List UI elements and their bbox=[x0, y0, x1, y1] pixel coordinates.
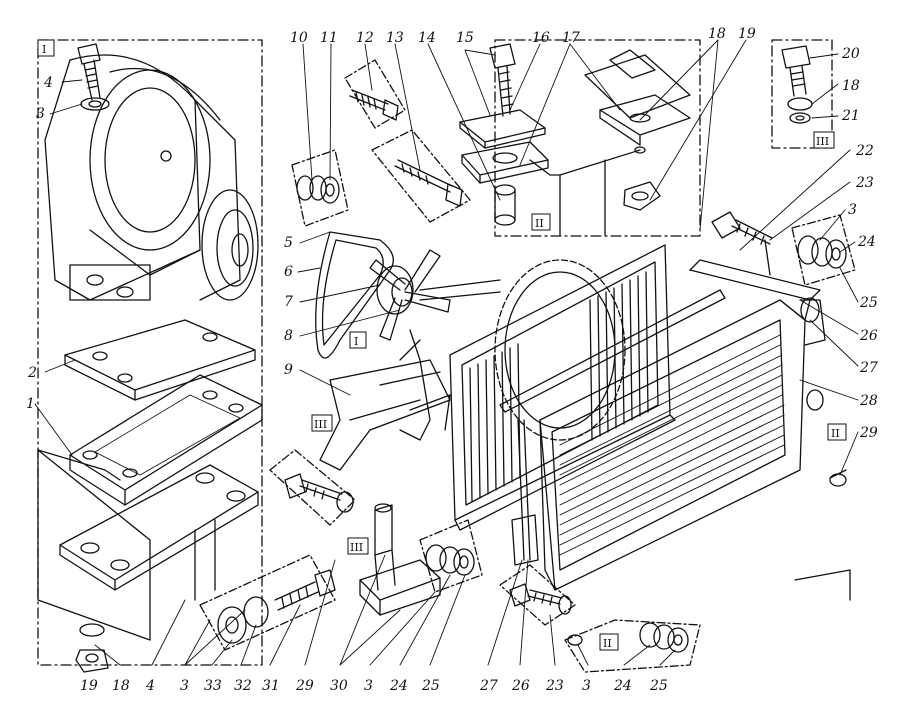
callout-29-bottom: 29 bbox=[295, 678, 314, 694]
callout-1: 1 bbox=[26, 396, 35, 412]
callout-25-mid: 25 bbox=[421, 678, 440, 694]
callout-31: 31 bbox=[262, 678, 280, 694]
callout-3-bottom-right: 3 bbox=[582, 678, 591, 694]
callout-21: 21 bbox=[841, 108, 860, 124]
engine-pulley bbox=[201, 189, 259, 301]
seal-strip-26-27 bbox=[499, 289, 726, 566]
callout-3-mid: 3 bbox=[364, 678, 373, 694]
callout-2: 2 bbox=[27, 365, 37, 381]
callout-26-bottom: 26 bbox=[511, 678, 530, 694]
callout-9: 9 bbox=[284, 362, 293, 378]
view-marker-II-right-text: II bbox=[831, 427, 840, 440]
view-marker-I-left-text: I bbox=[42, 43, 46, 56]
callout-19-top: 19 bbox=[738, 26, 756, 42]
callout-5: 5 bbox=[284, 235, 293, 251]
view-marker-II-box-text: II bbox=[535, 217, 544, 230]
callout-11: 11 bbox=[320, 30, 338, 46]
callout-20: 20 bbox=[841, 46, 860, 62]
callout-6: 6 bbox=[284, 264, 293, 280]
view-marker-III-mid: III bbox=[311, 414, 333, 432]
callout-3-top: 3 bbox=[36, 106, 45, 122]
inset-view-III bbox=[771, 39, 833, 149]
washer-pack-3-24-25-bottom bbox=[564, 619, 701, 673]
rear-cooler-core bbox=[539, 259, 851, 601]
view-marker-I-mid-text: I bbox=[354, 335, 358, 348]
nut-19-bottom bbox=[75, 623, 109, 673]
left-engine-panel bbox=[37, 39, 263, 673]
callout-23-top: 23 bbox=[855, 175, 874, 191]
callout-27-bottom: 27 bbox=[479, 678, 498, 694]
callout-14: 14 bbox=[418, 30, 436, 46]
bolt-31-washers-32-33 bbox=[199, 554, 336, 651]
callout-24-right: 24 bbox=[857, 234, 876, 250]
callout-8: 8 bbox=[284, 328, 293, 344]
callout-25-right: 25 bbox=[859, 295, 878, 311]
callout-7: 7 bbox=[284, 294, 293, 310]
callout-13: 13 bbox=[386, 30, 404, 46]
callout-22: 22 bbox=[855, 143, 874, 159]
callout-18-top: 18 bbox=[708, 26, 726, 42]
leader-lines bbox=[34, 39, 859, 666]
callout-16: 16 bbox=[532, 30, 550, 46]
view-marker-II-bottom: II bbox=[599, 633, 619, 651]
view-marker-II-bottom-text: II bbox=[603, 637, 612, 650]
frame-bracket bbox=[59, 464, 259, 601]
bracket-30 bbox=[359, 503, 441, 616]
bolt-29-right bbox=[829, 469, 847, 487]
callout-25-bottom-right: 25 bbox=[649, 678, 668, 694]
callout-17: 17 bbox=[562, 30, 580, 46]
callout-19-bottom: 19 bbox=[80, 678, 98, 694]
callout-3-right: 3 bbox=[848, 202, 857, 218]
callout-26-right: 26 bbox=[859, 328, 878, 344]
callout-10: 10 bbox=[290, 30, 308, 46]
bolt-23-upper bbox=[269, 449, 356, 526]
washer-pack-10-11 bbox=[291, 149, 349, 227]
callout-33: 33 bbox=[204, 678, 222, 694]
rubber-pad-1 bbox=[69, 374, 263, 506]
bolt-4-top bbox=[77, 43, 110, 111]
callout-18-bottom: 18 bbox=[112, 678, 130, 694]
view-marker-III-mid-text: III bbox=[314, 418, 327, 431]
bolt-23-lower bbox=[499, 564, 576, 626]
view-marker-III-box: III bbox=[813, 131, 835, 149]
callout-29-right: 29 bbox=[859, 425, 878, 441]
callout-30: 30 bbox=[330, 678, 348, 694]
callout-24-mid: 24 bbox=[389, 678, 408, 694]
inset-view-I bbox=[459, 39, 701, 237]
callout-24-bottom-right: 24 bbox=[613, 678, 632, 694]
view-marker-II-right: II bbox=[827, 423, 847, 441]
bolt-12 bbox=[344, 59, 406, 129]
callout-15: 15 bbox=[456, 30, 474, 46]
view-marker-I-left: I bbox=[37, 39, 55, 57]
callout-4-top: 4 bbox=[43, 75, 53, 91]
callout-32: 32 bbox=[234, 678, 252, 694]
view-marker-I-mid: I bbox=[349, 331, 367, 349]
callout-18-right: 18 bbox=[842, 78, 860, 94]
bolt-22 bbox=[711, 211, 773, 276]
bolt-13 bbox=[371, 129, 471, 223]
fan-belt-drive bbox=[315, 231, 501, 471]
callout-12: 12 bbox=[356, 30, 374, 46]
view-marker-III-lower-text: III bbox=[350, 541, 363, 554]
callout-28: 28 bbox=[859, 393, 878, 409]
mount-plate-2 bbox=[64, 319, 256, 401]
washer-pack-3-24-25-mid bbox=[419, 519, 483, 593]
view-marker-II-box: II bbox=[531, 213, 551, 231]
view-marker-III-box-text: III bbox=[816, 135, 829, 148]
callout-23-bottom: 23 bbox=[545, 678, 564, 694]
callout-4-bottom: 4 bbox=[145, 678, 155, 694]
callout-3-bottom: 3 bbox=[180, 678, 189, 694]
view-marker-III-lower: III bbox=[347, 537, 369, 555]
callout-27-right: 27 bbox=[859, 360, 878, 376]
